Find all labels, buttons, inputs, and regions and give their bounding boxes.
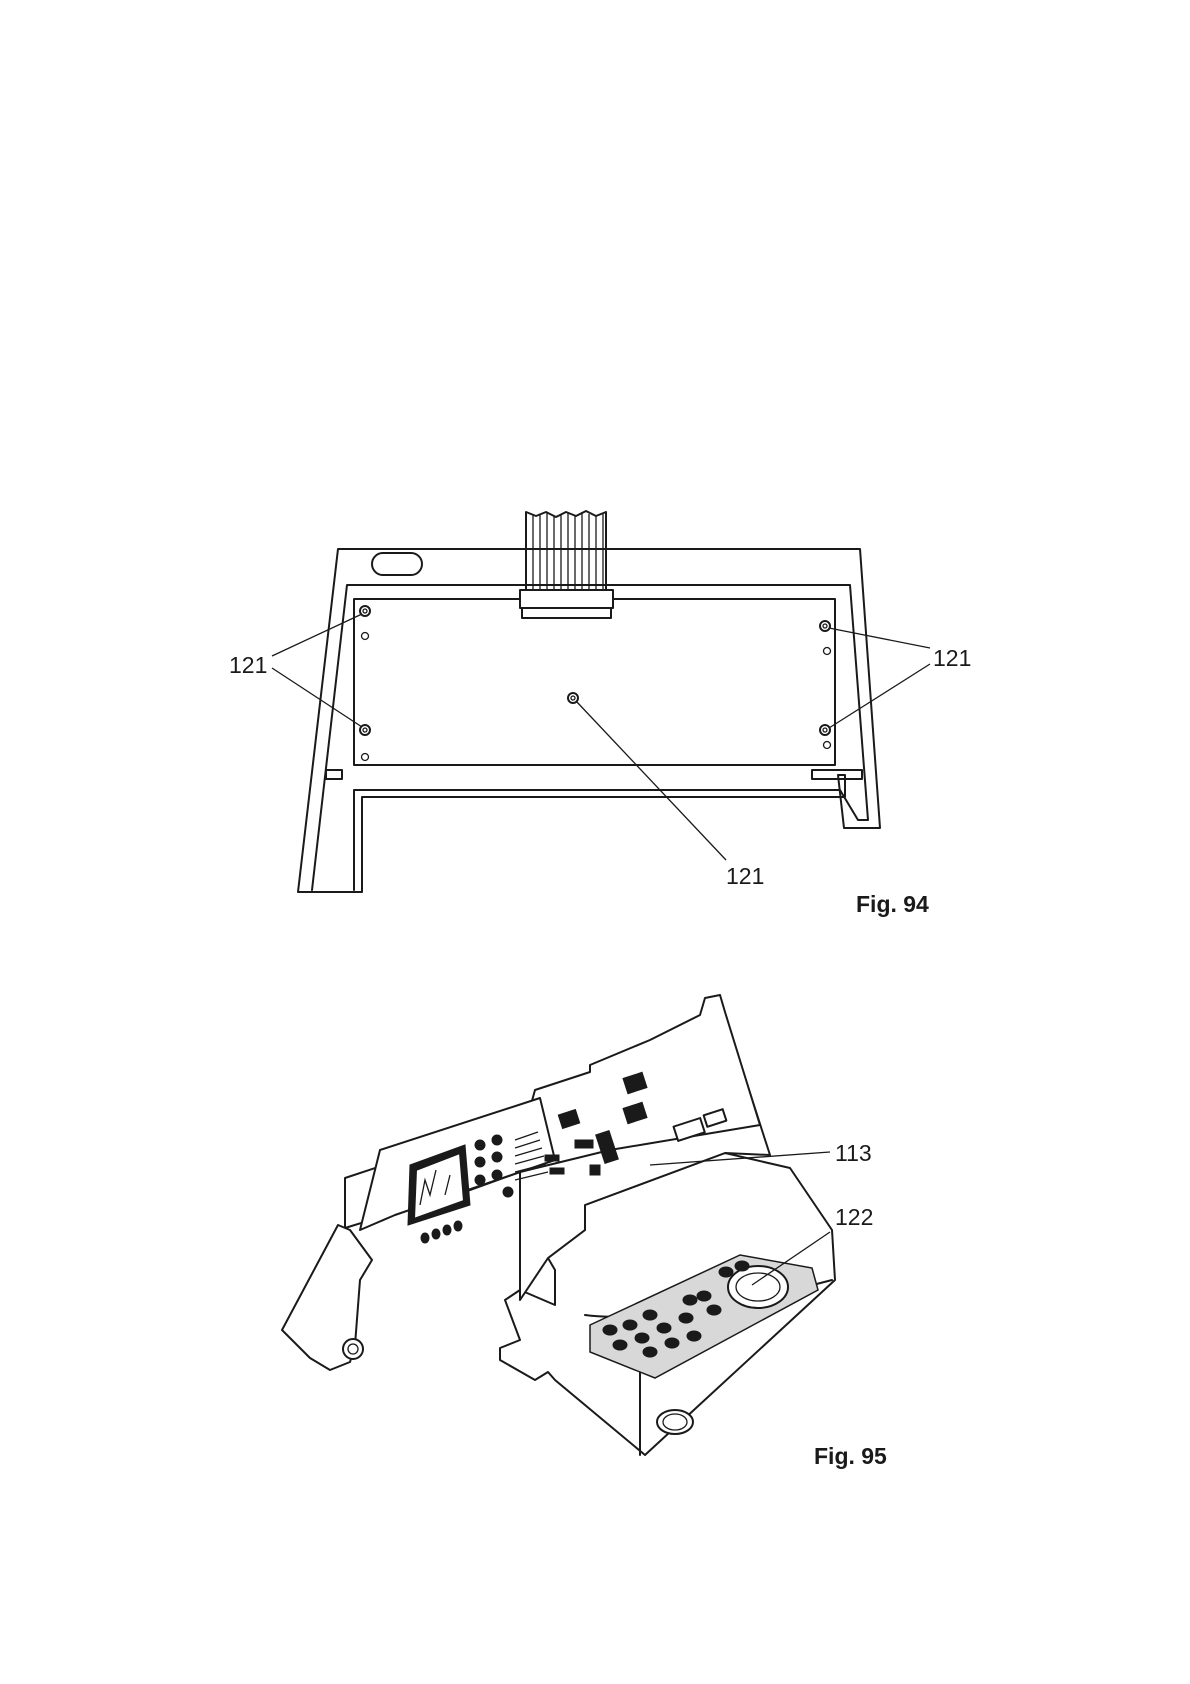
fig94-slot-left — [326, 770, 342, 779]
fig94-callout-121-center: 121 — [726, 863, 764, 889]
fig95-caption: Fig. 95 — [814, 1443, 887, 1470]
fig95-callout-122: 122 — [835, 1204, 873, 1230]
fig94-pcb-board — [354, 599, 835, 765]
fig94-callout-121-right: 121 — [933, 645, 971, 671]
fig94-ribbon-cable — [526, 511, 606, 592]
fig95-drawing — [282, 995, 835, 1455]
fig94-slot-right — [812, 770, 862, 779]
fig95-knob-icon — [343, 1339, 363, 1359]
fig94-caption: Fig. 94 — [856, 891, 929, 918]
fig94-oval-hole — [372, 553, 422, 575]
fig94-callout-121-left: 121 — [229, 652, 267, 678]
fig94-connector — [520, 590, 613, 618]
fig95-dial-icon — [728, 1266, 788, 1308]
fig95-callout-113: 113 — [835, 1140, 872, 1166]
